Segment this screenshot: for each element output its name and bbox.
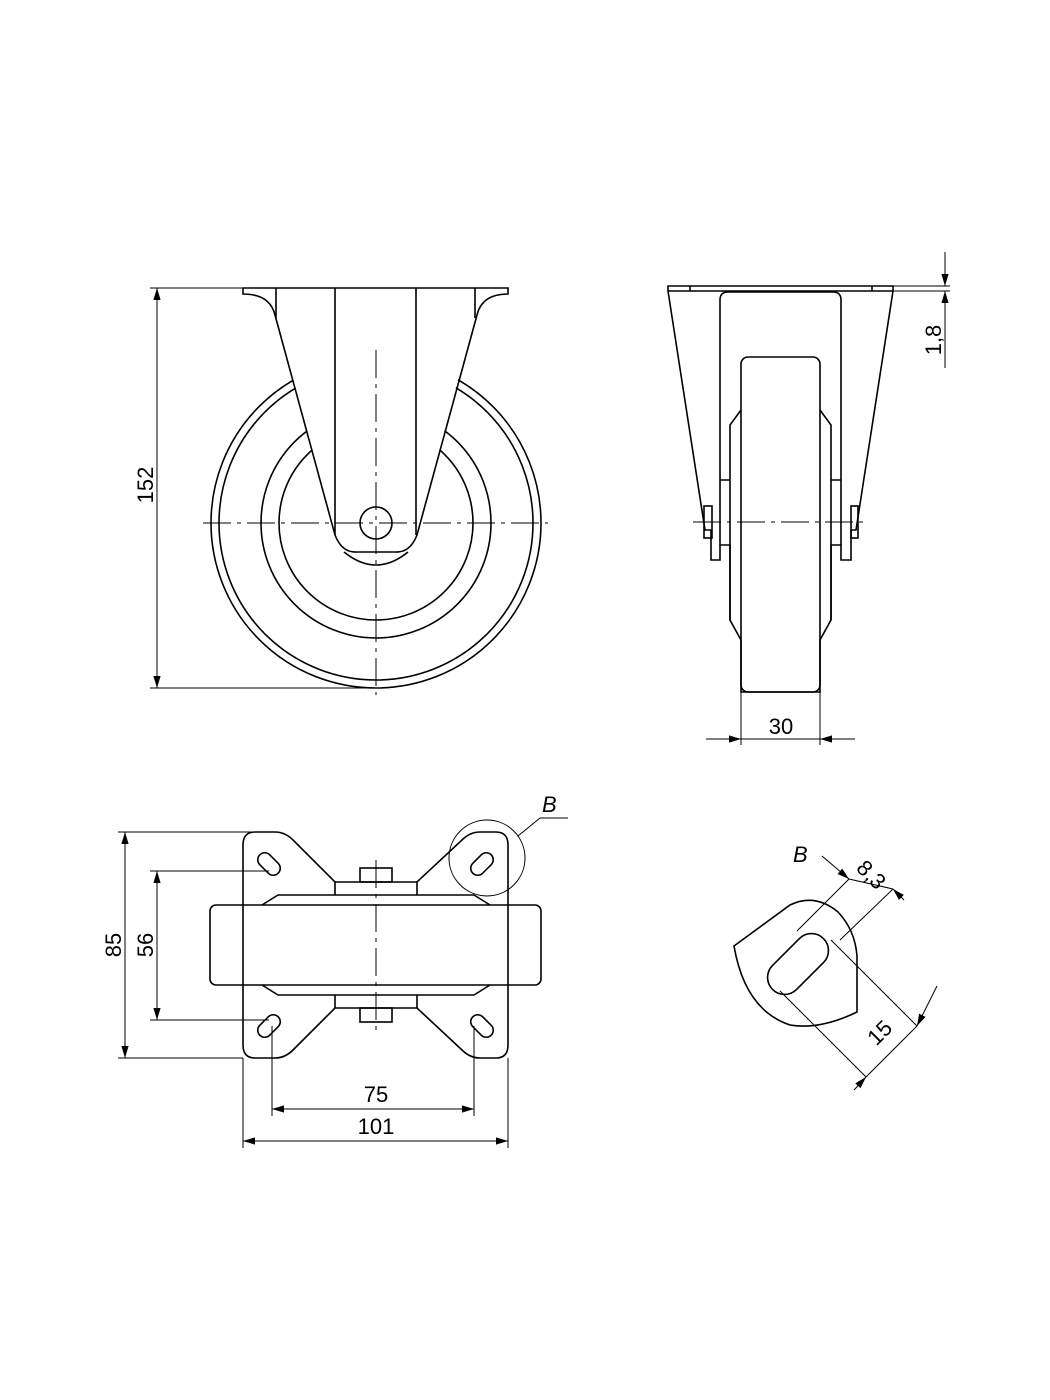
- dim-8-3: 8,3: [852, 855, 891, 894]
- dim-75: 75: [364, 1082, 388, 1107]
- mounting-slots: [256, 851, 495, 1039]
- slot: [766, 932, 830, 996]
- dim-56: 56: [133, 933, 158, 957]
- dim-152: 152: [133, 467, 158, 504]
- dim-30: 30: [769, 714, 793, 739]
- front-view: 152: [133, 287, 548, 695]
- plan-view: B 85 56 75 101: [101, 792, 568, 1148]
- dim-101: 101: [358, 1114, 395, 1139]
- plate-corner: [733, 899, 858, 1027]
- detail-b-view: 8,3 15 B: [733, 842, 938, 1091]
- side-view: 30 1,8: [667, 252, 950, 745]
- wheel-side: [740, 356, 821, 693]
- mounting-plate: [242, 831, 509, 1059]
- fork-bracket: [242, 287, 509, 553]
- detail-b-view-label: B: [793, 842, 808, 867]
- dim-1-8: 1,8: [921, 325, 946, 356]
- dim-15: 15: [862, 1015, 897, 1050]
- detail-b-circle: [448, 819, 526, 897]
- dim-85: 85: [101, 933, 126, 957]
- detail-b-label: B: [542, 792, 557, 817]
